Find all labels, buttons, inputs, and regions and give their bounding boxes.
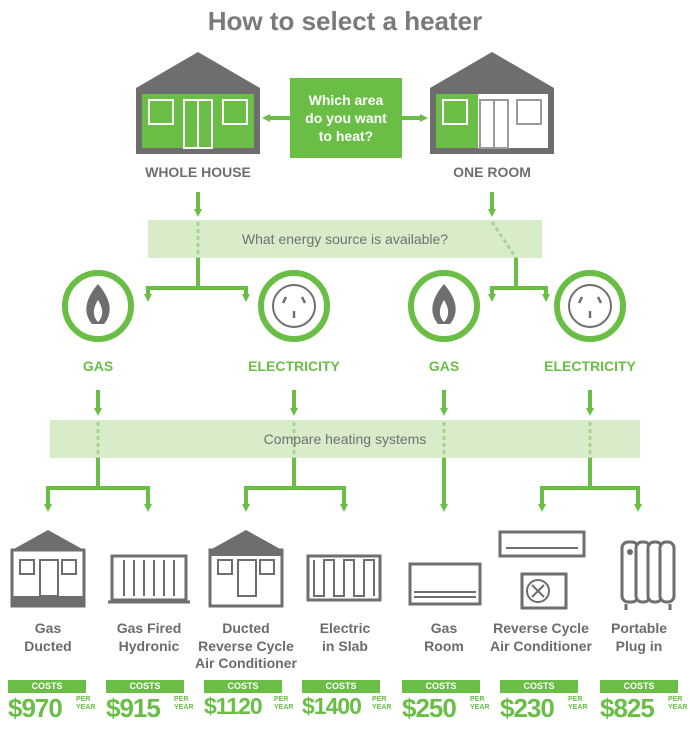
- cost-gas-room: COSTS $250 PER YEAR: [402, 680, 490, 736]
- compare-band: [50, 420, 640, 458]
- cost-per-year: PER YEAR: [568, 696, 588, 711]
- electric-in-slab-icon: [306, 554, 382, 602]
- cost-portable-plug-in: COSTS $825 PER YEAR: [600, 680, 688, 736]
- cost-gas-fired-hydronic: COSTS $915 PER YEAR: [106, 680, 194, 736]
- energy-question: What energy source is available?: [148, 220, 542, 258]
- cost-ducted-reverse-cycle: COSTS $1120 PER YEAR: [204, 680, 293, 736]
- cost-per-year: PER YEAR: [668, 696, 688, 711]
- gas-fired-hydronic-icon: [108, 554, 190, 604]
- cost-gas-ducted: COSTS $970 PER YEAR: [8, 680, 96, 736]
- reverse-cycle-ac-icon: [498, 530, 586, 610]
- system-name-electric-in-slab: Electric in Slab: [319, 620, 371, 654]
- cost-amount: $1120: [204, 693, 263, 719]
- whole-house-icon: [136, 52, 260, 154]
- portable-plug-in-icon: [620, 540, 676, 610]
- gas-label-1: GAS: [82, 358, 114, 374]
- cost-amount: $250: [402, 693, 457, 723]
- cost-tag: COSTS: [402, 680, 480, 693]
- cost-tag: COSTS: [106, 680, 184, 693]
- system-name-portable-plug-in: Portable Plug in: [610, 620, 667, 654]
- whole-house-label: WHOLE HOUSE: [145, 164, 251, 180]
- cost-tag: COSTS: [500, 680, 578, 693]
- area-question-box: Which area do you want to heat?: [290, 78, 402, 158]
- ducted-reverse-cycle-icon: [208, 530, 284, 608]
- cost-amount: $825: [600, 693, 655, 723]
- cost-per-year: PER YEAR: [372, 696, 392, 711]
- one-room-icon: [430, 52, 554, 154]
- one-room-label: ONE ROOM: [453, 164, 531, 180]
- electricity-source-icon-1: [258, 270, 330, 342]
- cost-amount: $915: [106, 693, 161, 723]
- gas-room-heater-icon: [408, 562, 482, 606]
- area-question-text: Which area do you want to heat?: [305, 91, 387, 145]
- energy-question-text: What energy source is available?: [241, 231, 449, 247]
- system-name-gas-ducted: Gas Ducted: [24, 620, 72, 654]
- electricity-label-2: ELECTRICITY: [544, 358, 636, 374]
- compare-systems-text: Compare heating systems: [263, 431, 427, 447]
- cost-tag: COSTS: [204, 680, 282, 693]
- system-name-reverse-cycle-ac: Reverse Cycle Air Conditioner: [490, 620, 592, 654]
- energy-band: [148, 220, 542, 258]
- cost-reverse-cycle-ac: COSTS $230 PER YEAR: [500, 680, 588, 736]
- system-name-ducted-reverse-cycle: Ducted Reverse Cycle Air Conditioner: [195, 620, 297, 671]
- cost-per-year: PER YEAR: [274, 696, 294, 711]
- gas-source-icon-1: [62, 270, 134, 342]
- system-name-gas-fired-hydronic: Gas Fired Hydronic: [116, 620, 182, 654]
- gas-label-2: GAS: [428, 358, 460, 374]
- cost-per-year: PER YEAR: [76, 696, 96, 711]
- page-title: How to select a heater: [207, 6, 483, 36]
- cost-amount: $970: [8, 693, 63, 723]
- cost-tag: COSTS: [8, 680, 86, 693]
- system-name-gas-room: Gas Room: [424, 620, 464, 654]
- cost-amount: $230: [500, 693, 555, 723]
- electricity-source-icon-2: [554, 270, 626, 342]
- cost-tag: COSTS: [302, 680, 380, 693]
- cost-amount: $1400: [302, 693, 362, 719]
- cost-tag: COSTS: [600, 680, 678, 693]
- gas-source-icon-2: [408, 270, 480, 342]
- cost-electric-in-slab: COSTS $1400 PER YEAR: [302, 680, 391, 736]
- cost-per-year: PER YEAR: [174, 696, 194, 711]
- cost-per-year: PER YEAR: [470, 696, 490, 711]
- electricity-label-1: ELECTRICITY: [248, 358, 340, 374]
- compare-systems: Compare heating systems: [50, 420, 640, 458]
- gas-ducted-icon: [10, 530, 86, 608]
